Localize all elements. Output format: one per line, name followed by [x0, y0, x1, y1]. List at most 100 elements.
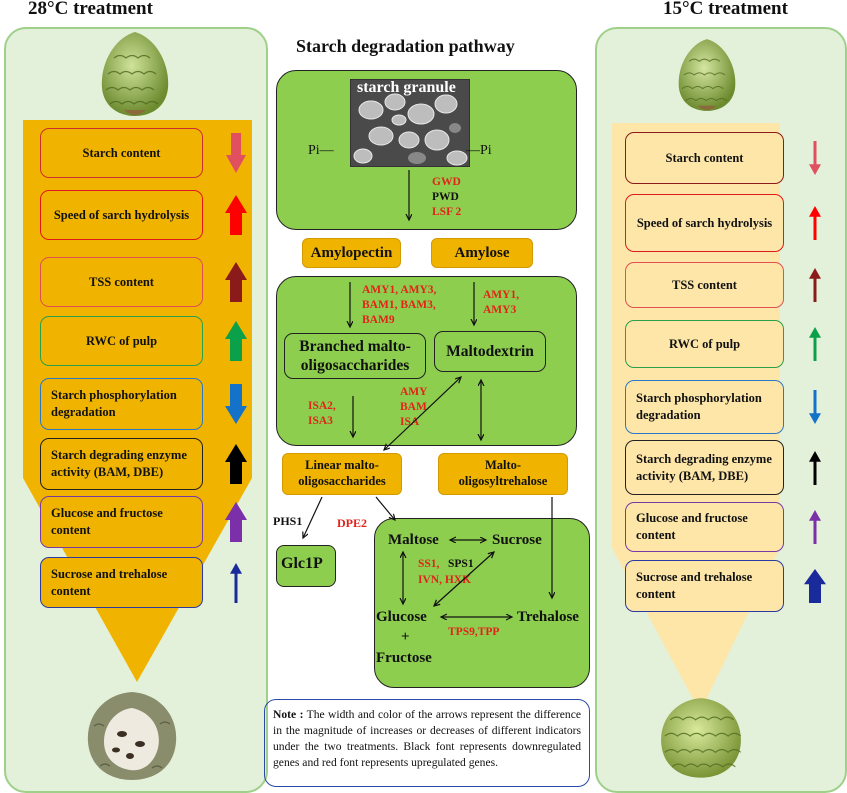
indicator-box-5: Starch phosphorylation degradation	[40, 378, 203, 430]
genes-amy-bam-isa: AMY BAM ISA	[400, 386, 428, 428]
note-box: Note : The width and color of the arrows…	[264, 699, 590, 787]
indicator-label: Sucrose and trehalose content	[51, 566, 168, 598]
indicator-box-2: Speed of sarch hydrolysis	[40, 190, 203, 240]
amylose-box: Amylose	[431, 238, 533, 268]
arrow-shape	[804, 569, 826, 603]
granule-label: starch granule	[357, 79, 456, 96]
arrow-shape	[225, 502, 247, 542]
plus-sign: +	[401, 629, 410, 645]
indicator-label: Glucose and fructose content	[636, 511, 748, 542]
arrow-shape	[230, 562, 242, 603]
indicator-box-1: Starch content	[40, 128, 203, 178]
arrow-shape	[225, 262, 247, 302]
arrow-shape	[809, 141, 821, 175]
indicator-label: Starch degrading enzyme activity (BAM, D…	[51, 448, 187, 479]
gene-sps1: SPS1	[448, 558, 474, 570]
trehalose-node: Trehalose	[517, 609, 579, 625]
indicator-box-8: Sucrose and trehalose content	[40, 557, 203, 608]
left-panel-title: 28°C treatment	[28, 0, 153, 19]
indicator-box-3: TSS content	[40, 257, 203, 307]
indicator-box-4: RWC of pulp	[40, 316, 203, 366]
arrow-shape	[809, 206, 821, 240]
arrow-shape	[226, 133, 246, 173]
indicator-label: Speed of sarch hydrolysis	[636, 215, 773, 230]
genes-amylopectin: AMY1, AMY3, BAM1, BAM3, BAM9	[362, 284, 437, 326]
up-arrow-icon	[230, 562, 242, 603]
indicator-label: Glucose and fructose content	[51, 506, 163, 537]
indicator-box-6: Starch degrading enzyme activity (BAM, D…	[625, 440, 784, 495]
genes-isa: ISA2, ISA3	[308, 400, 336, 427]
right-ripe-fruit-image	[661, 698, 742, 778]
arrow-shape	[809, 268, 821, 302]
genes-amylose: AMY1, AMY3	[483, 289, 520, 316]
indicator-box-4: RWC of pulp	[625, 320, 784, 368]
gene-gwd: GWD	[432, 176, 461, 188]
arrow-shape	[225, 321, 247, 361]
up-arrow-icon	[225, 195, 247, 235]
arrow-shape	[809, 327, 821, 361]
indicator-label: Sucrose and trehalose content	[636, 570, 753, 601]
indicator-box-5: Starch phosphorylation degradation	[625, 380, 784, 434]
up-arrow-icon	[225, 444, 247, 484]
arrow-shape	[809, 510, 821, 544]
starch-granule-image: starch granule	[350, 79, 470, 167]
right-fresh-fruit-image	[678, 39, 736, 111]
glc1p-box	[276, 545, 336, 587]
up-arrow-icon	[809, 206, 821, 240]
indicator-box-7: Glucose and fructose content	[40, 496, 203, 548]
indicator-box-7: Glucose and fructose content	[625, 502, 784, 552]
note-text: The width and color of the arrows repres…	[273, 708, 581, 769]
arrow-shape	[809, 390, 821, 424]
indicator-label: RWC of pulp	[668, 336, 741, 351]
amylopectin-box: Amylopectin	[302, 238, 401, 268]
up-arrow-icon	[225, 262, 247, 302]
arrow-shape	[225, 384, 247, 424]
maltose-node: Maltose	[388, 532, 439, 548]
indicator-label: Starch degrading enzyme activity (BAM, D…	[636, 451, 772, 483]
up-arrow-icon	[809, 327, 821, 361]
indicator-label: TSS content	[672, 277, 737, 292]
down-arrow-icon	[226, 133, 246, 173]
arrow-shape	[225, 195, 247, 235]
up-arrow-icon	[804, 569, 826, 603]
right-panel-title: 15°C treatment	[663, 0, 788, 19]
sucrose-node: Sucrose	[492, 532, 542, 548]
indicator-box-1: Starch content	[625, 132, 784, 184]
indicator-label: RWC of pulp	[85, 333, 158, 348]
left-fresh-fruit-image	[101, 32, 169, 116]
fructose-node: Fructose	[376, 650, 432, 666]
gene-ss1: SS1,	[418, 558, 440, 570]
gene-pwd: PWD	[432, 191, 459, 203]
gene-phs1: PHS1	[273, 514, 303, 528]
up-arrow-icon	[809, 450, 821, 485]
down-arrow-icon	[225, 384, 247, 424]
branched-oligosaccharides-box: Branched malto-oligosaccharides	[284, 333, 426, 379]
note-label: Note :	[273, 708, 304, 721]
pi-left-label: Pi—	[308, 143, 334, 158]
indicator-label: TSS content	[89, 274, 154, 289]
center-title: Starch degradation pathway	[296, 36, 515, 56]
indicator-label: Starch phosphorylation degradation	[636, 391, 762, 422]
indicator-box-3: TSS content	[625, 262, 784, 308]
glc1p-label: Glc1P	[281, 555, 323, 572]
linear-oligosaccharides-box: Linear malto-oligosaccharides	[282, 453, 402, 495]
glucose-node: Glucose	[376, 609, 427, 625]
gene-tps9-tpp: TPS9,TPP	[448, 626, 500, 638]
indicator-box-2: Speed of sarch hydrolysis	[625, 194, 784, 252]
up-arrow-icon	[809, 510, 821, 544]
maltooligosyltrehalose-box: Malto-oligosyltrehalose	[438, 453, 568, 495]
indicator-box-6: Starch degrading enzyme activity (BAM, D…	[40, 438, 203, 490]
indicator-label: Speed of sarch hydrolysis	[53, 207, 190, 222]
maltodextrin-box: Maltodextrin	[434, 331, 546, 372]
indicator-label: Starch phosphorylation degradation	[51, 388, 177, 419]
left-ripe-fruit-image	[87, 692, 177, 780]
arrow-shape	[225, 444, 247, 484]
pi-right-label: —Pi	[466, 143, 492, 158]
indicator-label: Starch content	[665, 150, 744, 165]
arrow-shape	[809, 450, 821, 485]
gene-lsf2: LSF 2	[432, 206, 462, 218]
up-arrow-icon	[225, 502, 247, 542]
indicator-box-8: Sucrose and trehalose content	[625, 560, 784, 612]
down-arrow-icon	[809, 390, 821, 424]
up-arrow-icon	[225, 321, 247, 361]
